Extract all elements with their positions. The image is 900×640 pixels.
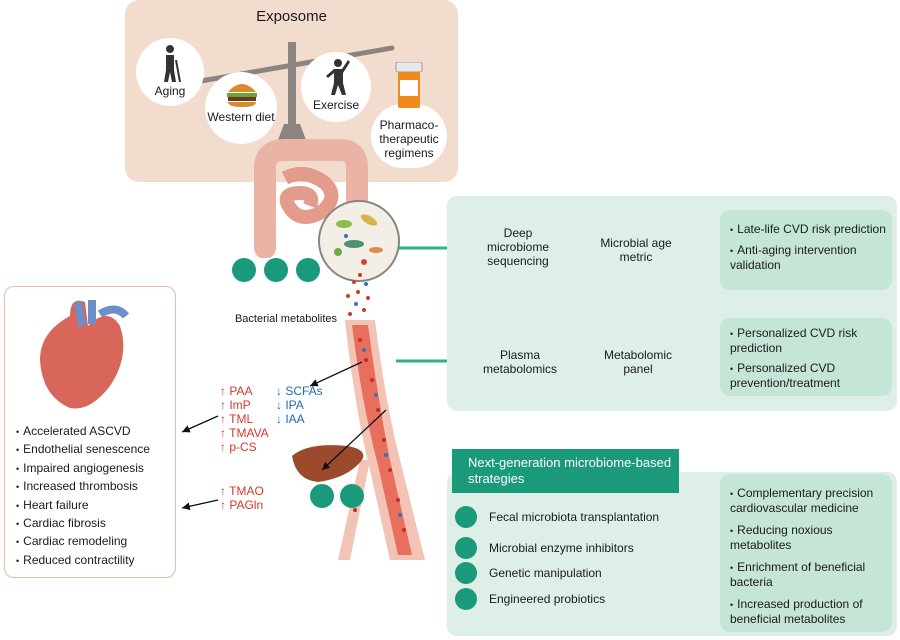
strategy-genetic: Genetic manipulation xyxy=(455,561,602,585)
pill-icon-2 xyxy=(310,484,334,508)
row1-results: Late-life CVD risk prediction Anti-aging… xyxy=(730,222,890,272)
up-metabolites-list-1: ↑ PAA ↑ ImP ↑ TML ↑ TMAVA ↑ p-CS xyxy=(220,384,269,454)
pharma-label: Pharmaco-therapeutic regimens xyxy=(379,118,439,160)
outcomes-list: Accelerated ASCVD Endothelial senescence… xyxy=(16,423,150,570)
bacterial-metabolites-label: Bacterial metabolites xyxy=(234,313,338,325)
pill-icon xyxy=(232,258,256,282)
heart-icon xyxy=(40,300,130,409)
bacteria-icon xyxy=(334,214,383,265)
strategy-enzyme-inhibitors: Microbial enzyme inhibitors xyxy=(455,536,634,560)
exposome-title: Exposome xyxy=(256,8,327,25)
strategy-probiotics: Engineered probiotics xyxy=(455,587,605,611)
probiotic-icon xyxy=(455,588,477,610)
up-metabolites-list-2: ↑ TMAO ↑ PAGln xyxy=(220,484,264,512)
metabolomic-panel-step: Metabolomic panel xyxy=(603,348,673,376)
scissors-dna-icon xyxy=(264,258,288,282)
outcome-item: Heart failure xyxy=(16,497,150,515)
outcome-item: Increased thrombosis xyxy=(16,478,150,496)
exercise-person-icon xyxy=(326,59,350,95)
scissors-dna-icon xyxy=(455,562,477,584)
fecal-transplant-icon xyxy=(455,506,477,528)
strategy-fmt: Fecal microbiota transplantation xyxy=(455,505,659,529)
pill-icon xyxy=(455,537,477,559)
next-gen-title: Next-generation microbiome-based strateg… xyxy=(452,449,679,493)
microbial-age-step: Microbial age metric xyxy=(600,236,672,264)
intestine-icon xyxy=(254,139,368,258)
aging-person-icon xyxy=(164,45,181,83)
aging-label: Aging xyxy=(154,84,186,98)
outcome-item: Reduced contractility xyxy=(16,552,150,570)
burger-icon xyxy=(227,84,257,107)
deep-sequencing-step: Deep microbiome sequencing xyxy=(486,226,549,268)
pill-bottle-icon xyxy=(395,62,423,108)
outcome-item: Cardiac remodeling xyxy=(16,533,150,551)
scissors-dna-icon-2 xyxy=(340,484,364,508)
blood-vessel-icon xyxy=(338,320,425,560)
outcome-item: Cardiac fibrosis xyxy=(16,515,150,533)
down-metabolites-list: ↓ SCFAs ↓ IPA ↓ IAA xyxy=(276,384,323,426)
western-diet-label: Western diet xyxy=(207,110,275,124)
plasma-metabolomics-step: Plasma metabolomics xyxy=(482,348,558,376)
western-diet-circle xyxy=(205,72,277,144)
row2-results: Personalized CVD risk prediction Persona… xyxy=(730,326,890,390)
exercise-label: Exercise xyxy=(312,98,359,112)
outcome-item: Endothelial senescence xyxy=(16,441,150,459)
fecal-transplant-icon xyxy=(296,258,320,282)
next-gen-results: Complementary precision cardiovascular m… xyxy=(730,486,890,626)
outcome-item: Accelerated ASCVD xyxy=(16,423,150,441)
outcome-item: Impaired angiogenesis xyxy=(16,460,150,478)
pharma-circle xyxy=(371,104,447,168)
